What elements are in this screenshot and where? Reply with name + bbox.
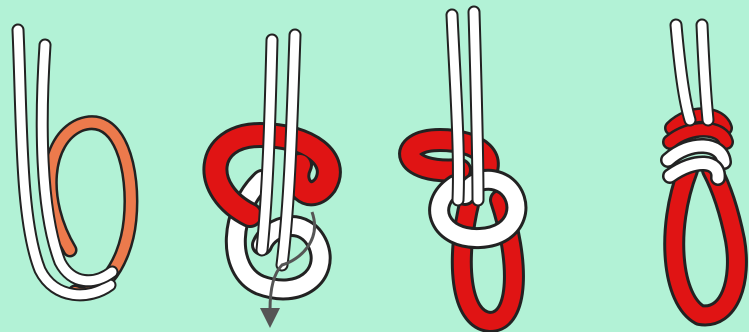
white-strand-right bbox=[474, 12, 478, 200]
white-strand-right bbox=[702, 25, 708, 120]
